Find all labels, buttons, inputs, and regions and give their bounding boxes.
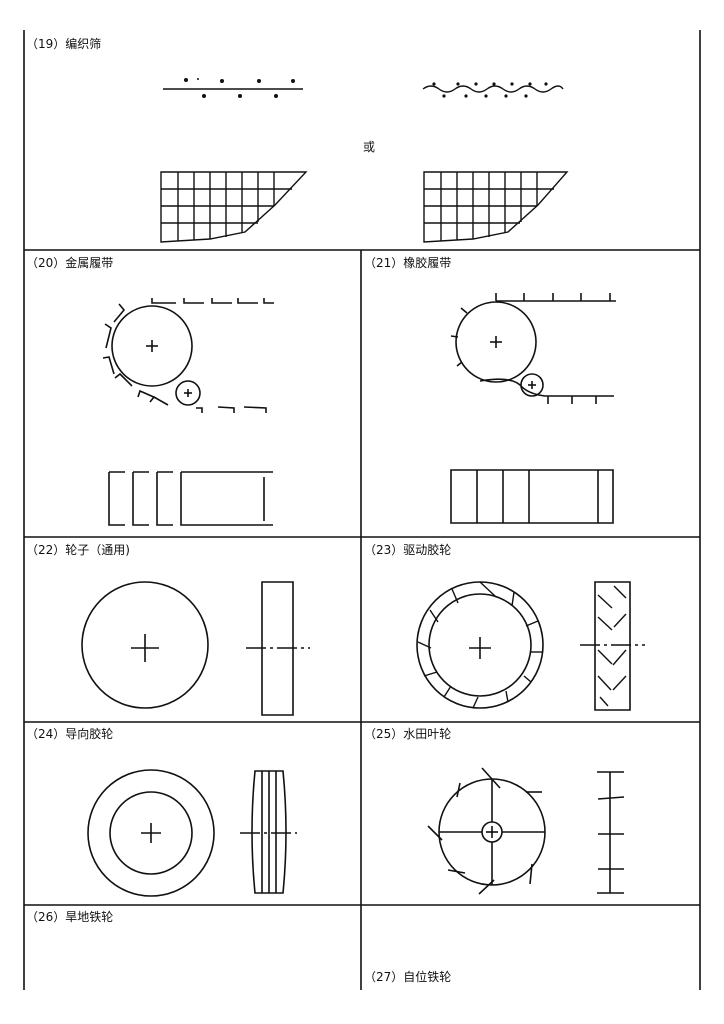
metal-track-symbol — [0, 250, 361, 537]
item-20-label: （20）金属履带 — [26, 256, 114, 270]
item-22-label: （22）轮子（通用) — [26, 543, 130, 557]
alternative-word: 或 — [363, 140, 376, 154]
item-23-label: （23）驱动胶轮 — [364, 543, 452, 557]
item-25-label: （25）水田叶轮 — [364, 727, 452, 741]
item-27-label: （27）自位铁轮 — [364, 970, 452, 984]
drive-rubber-wheel-symbol — [361, 537, 700, 722]
guide-rubber-wheel-symbol — [24, 722, 361, 905]
item-19-label: （19）编织筛 — [26, 37, 102, 51]
rubber-track-symbol — [361, 250, 700, 537]
item-26-label: （26）旱地铁轮 — [26, 910, 114, 924]
item-24-label: （24）导向胶轮 — [26, 727, 114, 741]
paddy-impeller-symbol — [361, 722, 700, 905]
wheel-general-symbol — [24, 537, 361, 722]
woven-screen-symbol — [0, 78, 724, 250]
item-21-label: （21）橡胶履带 — [364, 256, 452, 270]
